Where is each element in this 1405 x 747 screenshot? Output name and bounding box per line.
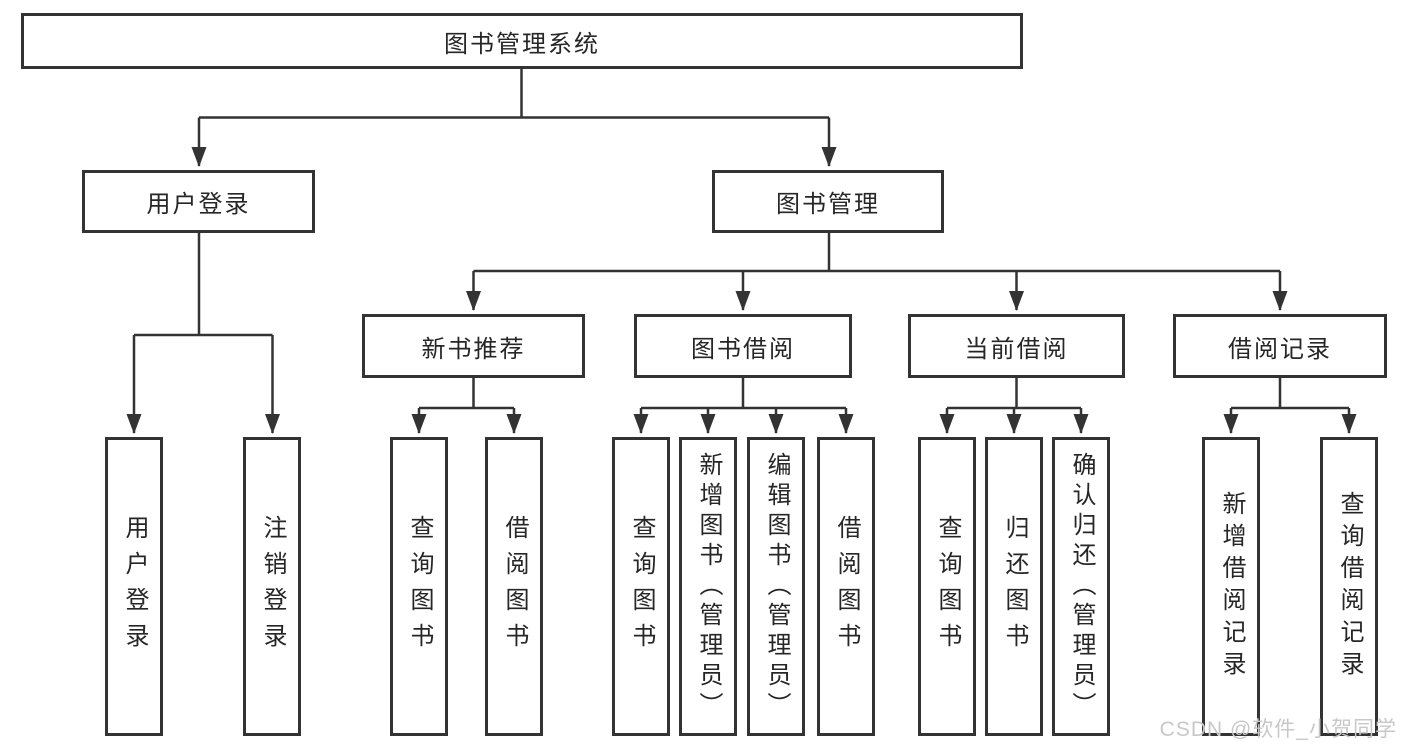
leaf-query-books-recommend: 查询图书 [390,437,448,736]
leaf-borrow-books-recommend-label: 借阅图书 [501,514,528,659]
leaf-query-books-recommend-label: 查询图书 [406,514,433,659]
leaf-borrow-books-recommend: 借阅图书 [485,437,543,736]
leaf-query-books-current: 查询图书 [918,437,976,736]
node-book-management: 图书管理 [712,170,944,233]
node-user-login: 用户登录 [82,170,315,233]
leaf-logout-label: 注销登录 [259,514,286,659]
leaf-borrow-books: 借阅图书 [817,437,875,736]
node-current-borrowing: 当前借阅 [908,314,1125,378]
leaf-confirm-return-admin: 确认归还（管理员） [1052,437,1110,736]
leaf-edit-book-admin-label: 编辑图书（管理员） [763,451,790,722]
node-borrowing-records: 借阅记录 [1173,314,1387,378]
leaf-query-borrow-record-label: 查询借阅记录 [1336,490,1363,683]
leaf-query-books-borrow: 查询图书 [612,437,670,736]
csdn-watermark: CSDN @软件_小贺同学 [1159,718,1397,741]
leaf-add-book-admin-label: 新增图书（管理员） [695,451,722,722]
leaf-confirm-return-admin-label: 确认归还（管理员） [1068,451,1095,722]
leaf-add-borrow-record: 新增借阅记录 [1202,437,1260,736]
leaf-user-login: 用户登录 [105,437,163,736]
node-book-borrowing: 图书借阅 [634,314,852,378]
leaf-borrow-books-label: 借阅图书 [833,514,860,659]
leaf-return-books: 归还图书 [985,437,1043,736]
leaf-query-books-borrow-label: 查询图书 [628,514,655,659]
node-library-system-root: 图书管理系统 [21,13,1023,69]
leaf-query-books-current-label: 查询图书 [934,514,961,659]
leaf-add-borrow-record-label: 新增借阅记录 [1218,490,1245,683]
leaf-logout: 注销登录 [243,437,301,736]
leaf-edit-book-admin: 编辑图书（管理员） [747,437,805,736]
node-new-book-recommend: 新书推荐 [362,314,585,378]
leaf-add-book-admin: 新增图书（管理员） [679,437,737,736]
leaf-user-login-label: 用户登录 [121,514,148,659]
leaf-query-borrow-record: 查询借阅记录 [1320,437,1378,736]
leaf-return-books-label: 归还图书 [1001,514,1028,659]
